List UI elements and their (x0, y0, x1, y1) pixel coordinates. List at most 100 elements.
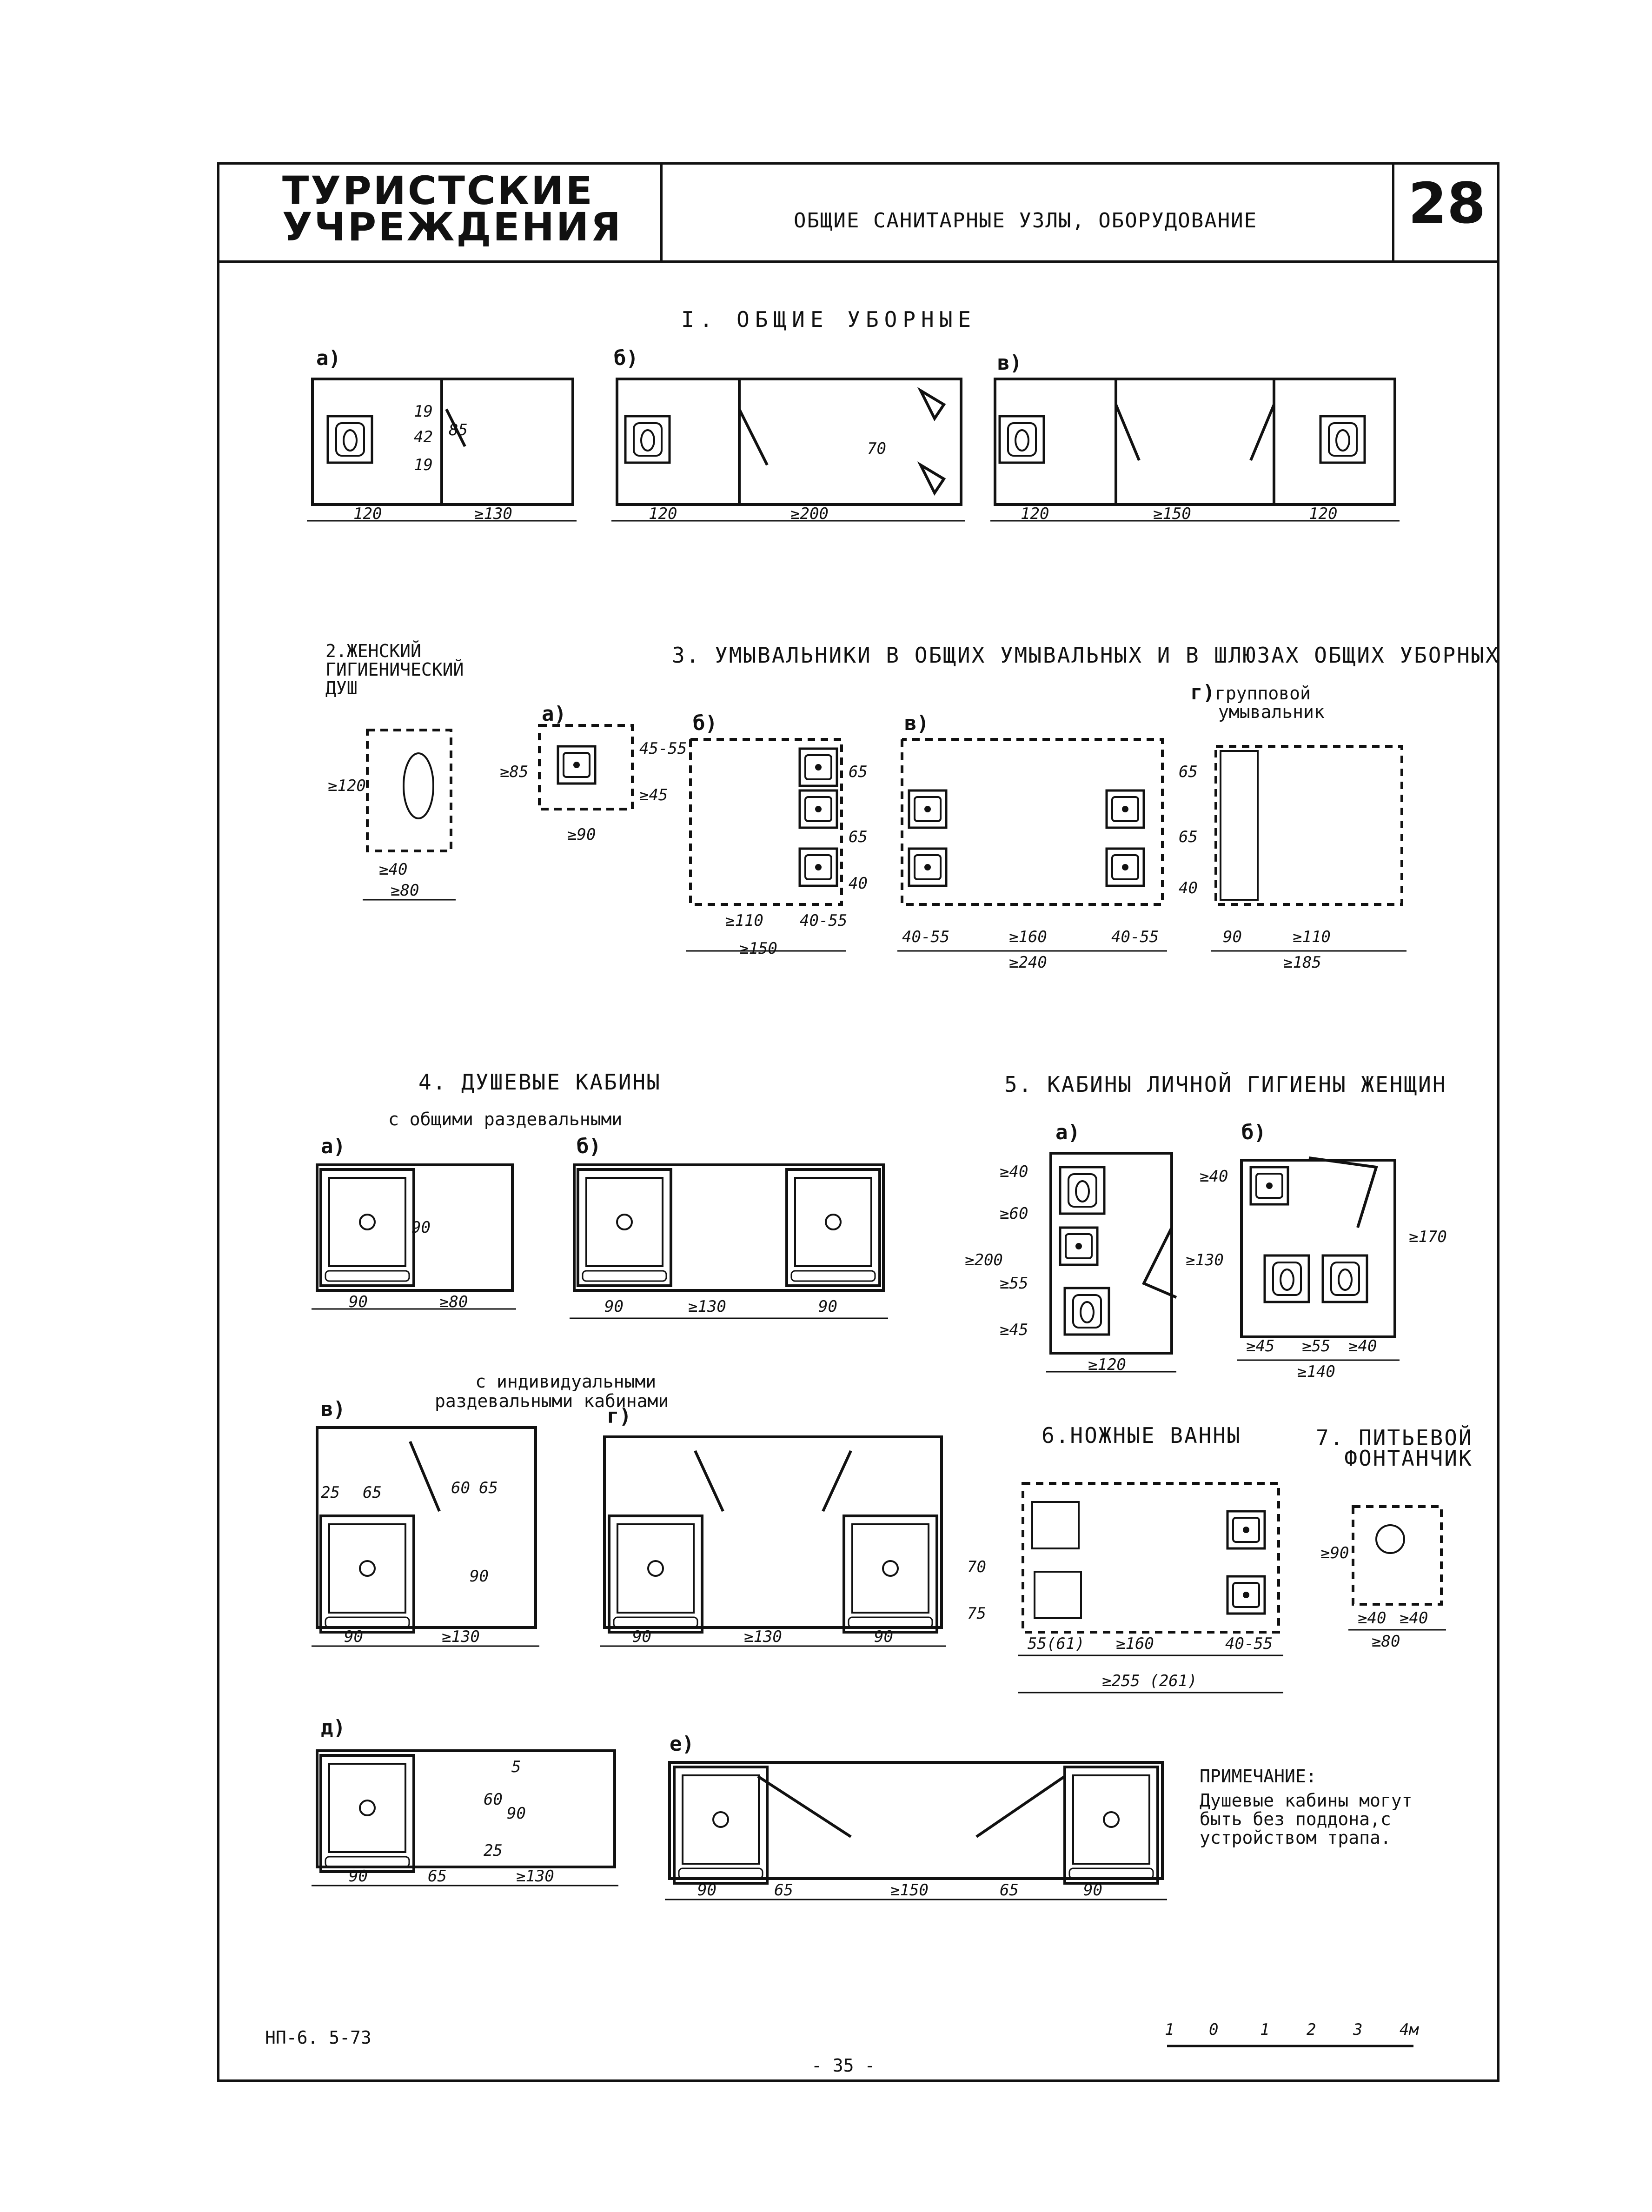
s5-b-dim-4: ≥55 (1302, 1337, 1331, 1355)
s4-d-dim-7: 25 (484, 1841, 503, 1860)
s4-v-dim-7: ≥130 (442, 1627, 480, 1646)
s4-e-dim-1: 90 (697, 1881, 717, 1900)
note-block: ПРИМЕЧАНИЕ: Душевые кабины могут быть бе… (1200, 1767, 1413, 1847)
s3-v-dim-2: ≥160 (1009, 928, 1047, 946)
s4-b-dim-2: ≥130 (688, 1297, 726, 1316)
s1-b-vdim: 70 (867, 439, 886, 458)
s4-d-label: д) (321, 1716, 345, 1740)
s5-a-dim-6: ≥130 (1186, 1251, 1224, 1269)
s7-dim-1: ≥90 (1320, 1544, 1349, 1562)
s4-d-dim-1: 90 (349, 1867, 368, 1886)
s3-a-dim-2: 45-55 (639, 739, 687, 758)
s4-sub2-l1: с индивидуальными (475, 1371, 657, 1392)
s1-b-dim-2: ≥200 (790, 505, 829, 523)
s5-a-dim-7: ≥120 (1088, 1355, 1126, 1374)
s6-dim-6: ≥255 (261) (1102, 1672, 1197, 1690)
s7-dim-4: ≥80 (1372, 1632, 1400, 1651)
s3-b-dim-4: ≥110 (725, 911, 763, 930)
sheet-title: ТУРИСТСКИЕ УЧРЕЖДЕНИЯ (282, 168, 623, 246)
s1-b-label: б) (614, 346, 638, 370)
s4-v-label: в) (321, 1397, 345, 1421)
document-code: НП-6. 5-73 (265, 2027, 372, 2048)
s6-dim-5: 40-55 (1225, 1634, 1273, 1653)
s4-v-dim-1: 25 (321, 1483, 340, 1502)
sheet-number: 28 (1408, 172, 1486, 236)
s1-v-dim-3: 120 (1309, 505, 1338, 523)
note-line1: Душевые кабины могут (1200, 1790, 1413, 1811)
section-7-title: 7. ПИТЬЕВОЙ ФОНТАНЧИК (1316, 1427, 1473, 1471)
s3-a-dim-1: ≥85 (500, 763, 529, 781)
s3-g-dim-4: 90 (1223, 928, 1242, 946)
s4-b-dim-1: 90 (604, 1297, 624, 1316)
s4-e-dim-3: ≥150 (890, 1881, 929, 1900)
s2-title-l3: ДУШ (325, 678, 358, 698)
s5-a-dim-1: ≥40 (1000, 1162, 1028, 1181)
note-line3: устройством трапа. (1200, 1827, 1391, 1848)
s5-a-dim-4: ≥45 (1000, 1321, 1028, 1339)
s6-dim-4: ≥160 (1116, 1634, 1154, 1653)
s4-v-dim-2: 65 (363, 1483, 382, 1502)
sheet-frame (217, 162, 1499, 2082)
s4-a-label: а) (321, 1135, 345, 1158)
s4-g-dim-1: 90 (632, 1627, 651, 1646)
s4-d-dim-2: 65 (428, 1867, 447, 1886)
s5-a-dim-2: ≥60 (1000, 1204, 1028, 1223)
sheet-subtitle: ОБЩИЕ САНИТАРНЫЕ УЗЛЫ, ОБОРУДОВАНИЕ (794, 209, 1258, 232)
title-block: ТУРИСТСКИЕ УЧРЕЖДЕНИЯ ОБЩИЕ САНИТАРНЫЕ У… (217, 162, 1499, 263)
s1-a-dim-2: ≥130 (474, 505, 512, 523)
s3-b-dim-6: ≥150 (739, 939, 777, 958)
s3-a-label: а) (542, 702, 566, 726)
s3-g-dim-3: 40 (1179, 879, 1198, 897)
s7-dim-2: ≥40 (1358, 1609, 1387, 1627)
s5-a-dim-5: ≥200 (965, 1251, 1003, 1269)
s5-b-dim-1: ≥40 (1200, 1167, 1228, 1186)
s3-g-l2: умывальник (1218, 702, 1325, 722)
page-number: - 35 - (811, 2055, 876, 2076)
s3-v-dim-4: ≥240 (1009, 953, 1047, 972)
section-1-title: I. ОБЩИЕ УБОРНЫЕ (681, 307, 977, 332)
s5-b-dim-6: ≥140 (1297, 1362, 1335, 1381)
s3-g-dim-5: ≥110 (1293, 928, 1331, 946)
s3-b-dim-1: 65 (849, 763, 868, 781)
s4-d-dim-5: 60 (484, 1790, 503, 1809)
scale-label-3m: 3 (1353, 2020, 1363, 2039)
s1-a-vdim-4: 85 (449, 421, 468, 439)
section-5-title: 5. КАБИНЫ ЛИЧНОЙ ГИГИЕНЫ ЖЕНЩИН (1004, 1072, 1447, 1097)
s3-g-label: г) (1190, 681, 1215, 704)
s4-sub1: с общими раздевальными (388, 1109, 623, 1129)
s1-a-vdim-1: 19 (414, 402, 433, 421)
s4-a-dim-2: ≥80 (439, 1293, 468, 1311)
sheet-title-line1: ТУРИСТСКИЕ (282, 168, 594, 213)
s6-dim-3: 55(61) (1028, 1634, 1085, 1653)
s3-v-dim-1: 40-55 (902, 928, 950, 946)
s2-dim-2: ≥80 (391, 881, 419, 900)
s2-vdim: ≥120 (328, 777, 366, 795)
s5-b-dim-2: ≥170 (1409, 1228, 1447, 1246)
s6-dim-2: 75 (967, 1604, 986, 1623)
s3-b-label: б) (693, 711, 717, 735)
scale-label-2m: 2 (1307, 2020, 1316, 2039)
s1-a-dim-1: 120 (353, 505, 382, 523)
sheet-number-cell: 28 (1392, 162, 1499, 260)
s4-e-dim-2: 65 (774, 1881, 793, 1900)
s4-d-dim-4: 5 (511, 1758, 521, 1776)
s5-a-label: а) (1055, 1121, 1080, 1144)
scale-label-0: 0 (1209, 2020, 1219, 2039)
section-6-title: 6.НОЖНЫЕ ВАННЫ (1042, 1423, 1241, 1448)
s4-b-dim-3: 90 (818, 1297, 837, 1316)
s1-v-label: в) (997, 351, 1022, 375)
note-line2: быть без поддона,с (1200, 1809, 1391, 1829)
s1-a-vdim-3: 19 (414, 456, 433, 474)
s5-b-dim-3: ≥45 (1246, 1337, 1275, 1355)
s1-a-vdim-2: 42 (414, 428, 433, 446)
note-title: ПРИМЕЧАНИЕ: (1200, 1766, 1317, 1787)
s5-b-dim-5: ≥40 (1348, 1337, 1377, 1355)
s1-v-dim-1: 120 (1021, 505, 1049, 523)
s4-b-label: б) (577, 1135, 601, 1158)
s4-v-dim-3: 60 (451, 1479, 470, 1497)
s7-dim-3: ≥40 (1400, 1609, 1428, 1627)
s7-title-l2: ФОНТАНЧИК (1344, 1446, 1473, 1471)
s4-a-dim-3: 90 (411, 1218, 431, 1237)
s5-b-label: б) (1241, 1121, 1266, 1144)
